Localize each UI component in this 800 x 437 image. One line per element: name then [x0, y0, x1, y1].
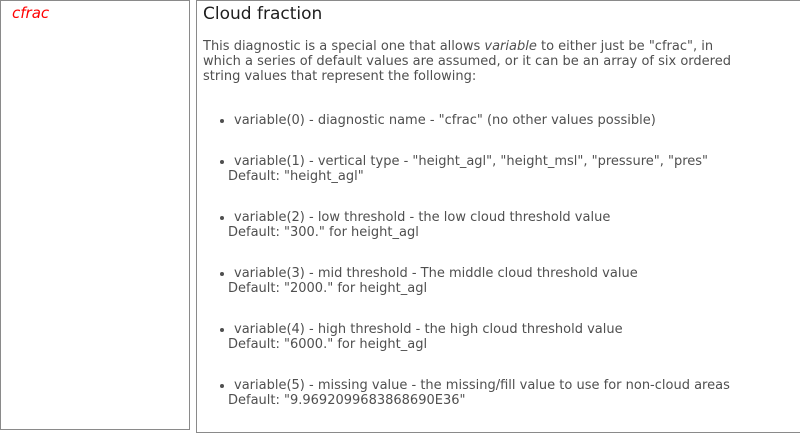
intro-line-3: string values that represent the followi…	[203, 69, 477, 84]
list-item-variable-2: variable(2) - low threshold - the low cl…	[228, 210, 800, 240]
intro-segment-pre: This diagnostic is a special one that al…	[203, 39, 485, 54]
variable-2-default: Default: "300." for height_agl	[228, 225, 419, 240]
variable-4-default: Default: "6000." for height_agl	[228, 337, 428, 352]
intro-segment-post: to either just be "cfrac", in	[536, 39, 714, 54]
variable-1-default: Default: "height_agl"	[228, 169, 364, 184]
section-title: Cloud fraction	[203, 4, 323, 24]
variable-1-description: variable(1) - vertical type - "height_ag…	[234, 154, 709, 169]
variable-emphasis: variable	[484, 39, 537, 54]
variable-4-description: variable(4) - high threshold - the high …	[234, 322, 623, 337]
intro-line-1: This diagnostic is a special one that al…	[203, 39, 800, 54]
variable-3-default: Default: "2000." for height_agl	[228, 281, 428, 296]
intro-line-2: which a series of default values are ass…	[203, 54, 731, 69]
list-item-variable-3: variable(3) - mid threshold - The middle…	[228, 266, 800, 296]
list-item-variable-5: variable(5) - missing value - the missin…	[228, 378, 800, 408]
variable-5-default: Default: "9.9692099683868690E36"	[228, 393, 466, 408]
list-item-variable-0: variable(0) - diagnostic name - "cfrac" …	[234, 113, 800, 128]
term-label: cfrac	[12, 4, 50, 22]
list-item-variable-1: variable(1) - vertical type - "height_ag…	[228, 154, 800, 184]
variable-0-description: variable(0) - diagnostic name - "cfrac" …	[234, 113, 656, 128]
list-item-variable-4: variable(4) - high threshold - the high …	[228, 322, 800, 352]
term-cell: cfrac	[0, 0, 190, 430]
intro-paragraph: This diagnostic is a special one that al…	[203, 39, 800, 84]
variable-2-description: variable(2) - low threshold - the low cl…	[234, 210, 611, 225]
variable-list: variable(0) - diagnostic name - "cfrac" …	[203, 113, 800, 408]
variable-5-description: variable(5) - missing value - the missin…	[234, 378, 730, 393]
description-cell: Cloud fraction This diagnostic is a spec…	[196, 0, 800, 433]
variable-3-description: variable(3) - mid threshold - The middle…	[234, 266, 638, 281]
